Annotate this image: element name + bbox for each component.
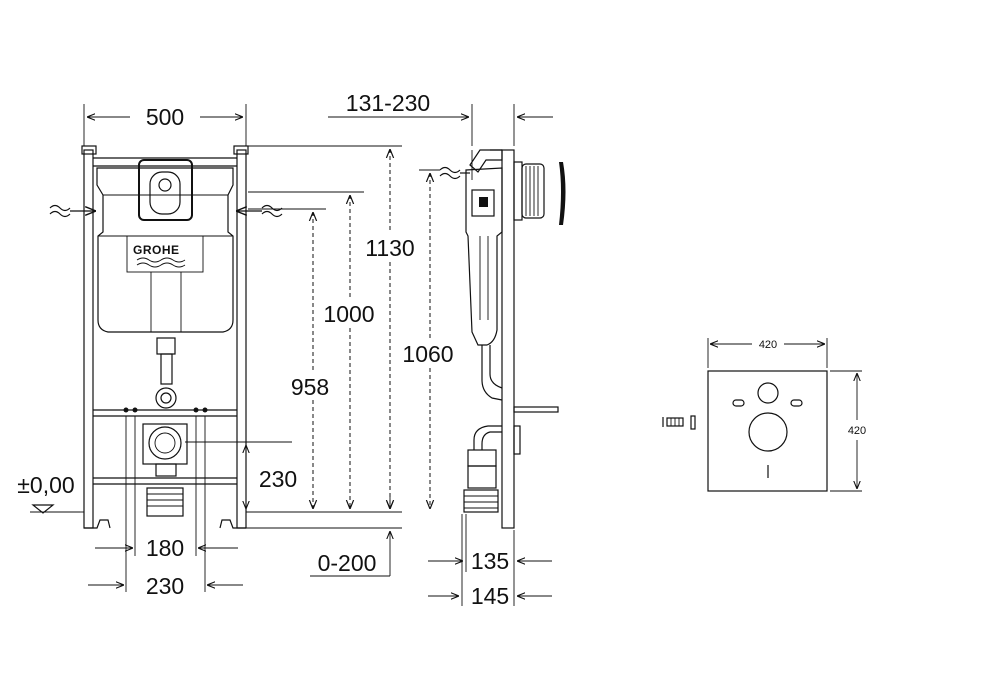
side-frame: [501, 149, 515, 529]
dim-depth-145: 145: [471, 583, 509, 609]
flush-plate-opening: [138, 159, 193, 221]
side-plug: [521, 163, 545, 219]
dim-pad-height: 420: [848, 425, 866, 437]
dim-height-958: 958: [291, 374, 329, 400]
side-flush-plate: [559, 162, 566, 225]
dim-adjust-0-200: 0-200: [318, 550, 377, 576]
insulation-pad: [707, 370, 828, 492]
dim-height-1000: 1000: [323, 301, 374, 327]
dim-spacing-230: 230: [146, 573, 184, 599]
brand-logo: GROHE: [133, 243, 180, 257]
dim-spacing-180: 180: [146, 535, 184, 561]
front-view: GROHE: [17, 104, 454, 599]
left-upright: [83, 149, 94, 529]
dim-pad-width: 420: [759, 339, 777, 351]
dim-height-1060: 1060: [402, 341, 453, 367]
floor-level-label: ±0,00: [17, 472, 74, 498]
right-upright: [236, 149, 247, 529]
dim-depth-131-230: 131-230: [346, 90, 430, 116]
side-view: 131-230 135 145: [328, 90, 566, 609]
drain-outlet: [146, 487, 184, 517]
side-drain-outlet: [463, 489, 499, 513]
dim-height-1130: 1130: [365, 235, 414, 261]
outlet-pipe: [160, 353, 173, 385]
logo-plate: [126, 235, 204, 273]
water-inlet-right: [261, 204, 283, 212]
side-cistern: [465, 167, 503, 346]
dim-depth-135: 135: [471, 548, 509, 574]
water-inlet-left: [49, 204, 71, 212]
floor-level-symbol: [31, 504, 55, 514]
dim-width-500: 500: [146, 104, 184, 130]
dim-drain-230: 230: [259, 466, 297, 492]
cistern-body: [96, 167, 234, 333]
insulation-pad-view: 420 420: [662, 338, 866, 492]
